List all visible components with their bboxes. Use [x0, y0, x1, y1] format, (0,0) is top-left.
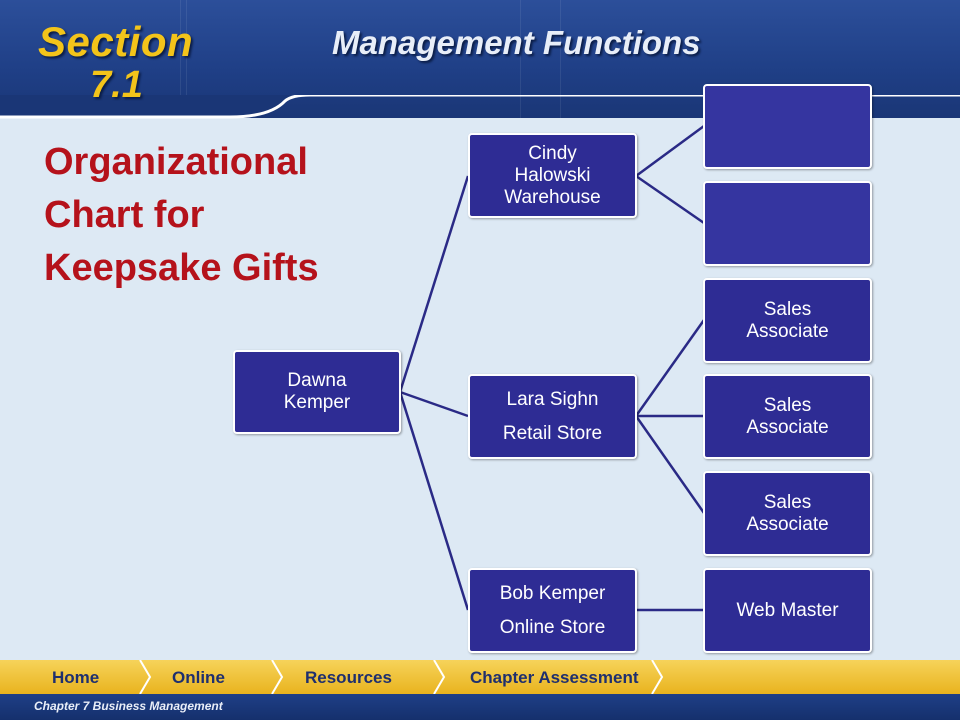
org-node-staff-sales-associate-2[interactable]: Sales Associate [703, 374, 872, 459]
connector-manager-2-staff-3 [634, 415, 706, 514]
org-node-label: Web Master [736, 599, 839, 621]
org-node-staff-empty-1[interactable] [703, 84, 872, 169]
org-node-label: Retail Store [502, 422, 603, 444]
org-node-label: Online Store [499, 616, 606, 638]
org-node-label: Associate [746, 513, 829, 535]
org-node-manager-retail[interactable]: Lara Sighn Retail Store [468, 374, 637, 459]
connector-manager-2-staff-1 [634, 319, 706, 417]
org-node-label: Lara Sighn [506, 388, 599, 410]
org-node-label: Bob Kemper [499, 582, 606, 604]
org-node-label: Kemper [283, 392, 351, 413]
connector-root-manager-2 [399, 390, 469, 418]
org-node-root[interactable]: Dawna Kemper [233, 350, 401, 434]
connector-manager-1-staff-2 [635, 174, 705, 225]
org-node-staff-sales-associate-1[interactable]: Sales Associate [703, 278, 872, 363]
org-node-label: Associate [746, 416, 829, 438]
org-node-label: Sales [763, 491, 812, 513]
org-node-label: Dawna [287, 370, 347, 391]
org-node-staff-empty-2[interactable] [703, 181, 872, 266]
slide-footer [0, 694, 960, 720]
nav-chapter-assessment-link[interactable]: Chapter Assessment [470, 668, 639, 687]
connector-manager-1-staff-1 [635, 124, 705, 178]
nav-resources-link[interactable]: Resources [305, 668, 392, 687]
org-node-manager-online[interactable]: Bob Kemper Online Store [468, 568, 637, 653]
header-curve-decoration [0, 95, 960, 119]
nav-separator [433, 660, 446, 694]
org-node-manager-warehouse[interactable]: Cindy Halowski Warehouse [468, 133, 637, 218]
org-node-staff-sales-associate-3[interactable]: Sales Associate [703, 471, 872, 556]
nav-home-link[interactable]: Home [52, 668, 100, 687]
footer-text: Chapter 7 Business Management [34, 699, 223, 713]
slide-title: Organizational Chart for Keepsake Gifts [44, 141, 319, 289]
bottom-nav-bar [0, 660, 960, 694]
org-node-label: Cindy [528, 142, 577, 164]
header-title: Management Functions [332, 24, 701, 61]
org-node-staff-web-master[interactable]: Web Master [703, 568, 872, 653]
nav-separator [651, 660, 664, 694]
connector-root-manager-3 [398, 391, 470, 611]
org-node-label: Warehouse [504, 186, 601, 208]
section-label: Section [38, 18, 194, 65]
nav-separator [271, 660, 284, 694]
org-node-label: Sales [763, 298, 812, 320]
org-node-label: Sales [763, 394, 812, 416]
org-node-label: Associate [746, 320, 829, 342]
nav-separator [139, 660, 152, 694]
connector-root-manager-1 [398, 175, 470, 393]
section-number: 7.1 [90, 64, 143, 106]
nav-online-link[interactable]: Online [172, 668, 225, 687]
org-node-label: Halowski [514, 164, 591, 186]
